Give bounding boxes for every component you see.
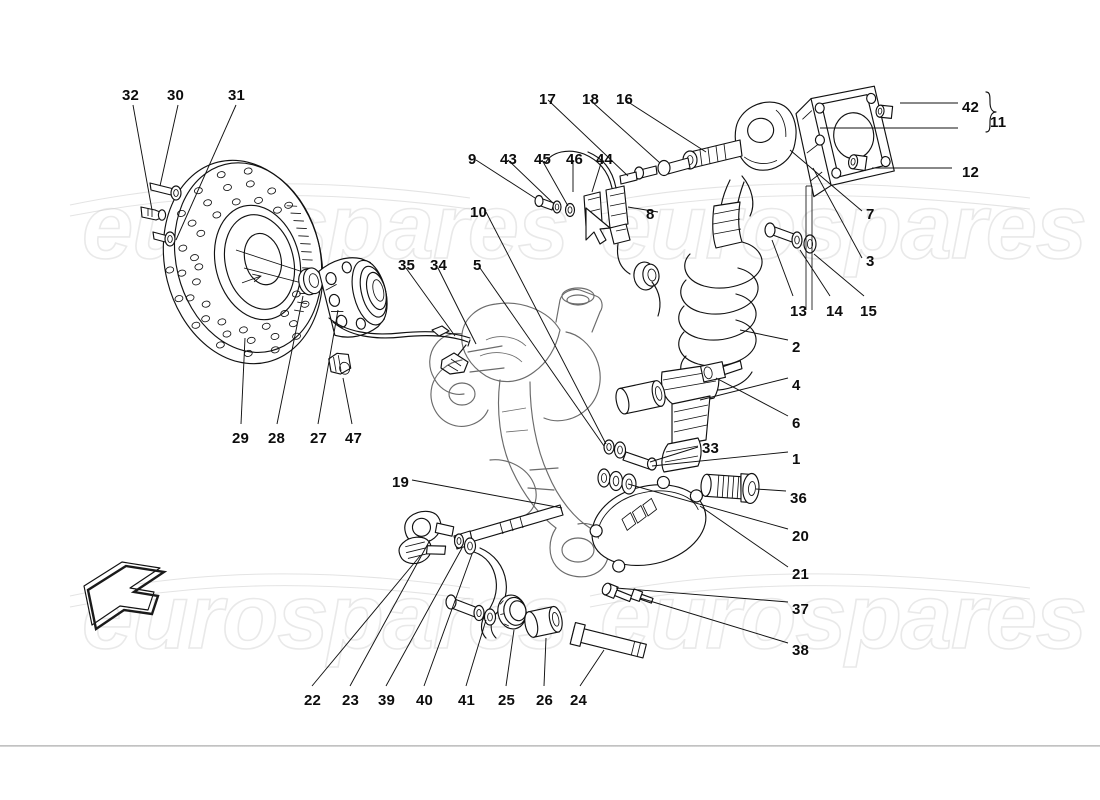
dust-shield-plate	[589, 475, 707, 604]
upright-fasteners	[597, 439, 658, 495]
callout-12: 12	[962, 164, 980, 181]
callout-46: 46	[566, 151, 584, 168]
wheel-upright-casting	[429, 287, 610, 578]
upper-mount-plate	[795, 85, 895, 310]
callout-1: 1	[792, 451, 801, 468]
callout-41: 41	[458, 692, 476, 709]
leader-lines	[132, 99, 865, 687]
callout-9: 9	[468, 151, 477, 168]
callout-6: 6	[792, 415, 801, 432]
callout-24: 24	[570, 692, 588, 709]
callout-30: 30	[167, 87, 185, 104]
callout-40: 40	[416, 692, 434, 709]
callout-23: 23	[342, 692, 360, 709]
callout-10: 10	[470, 204, 488, 221]
callout-42: 42	[962, 99, 980, 116]
callout-31: 31	[228, 87, 246, 104]
callout-36: 36	[790, 490, 808, 507]
lower-pivot-hardware	[445, 594, 647, 659]
callout-35: 35	[398, 257, 416, 274]
shock-absorber-assembly	[615, 101, 797, 473]
shock-upper-fasteners	[764, 222, 817, 254]
callout-37: 37	[792, 601, 810, 618]
callout-3: 3	[866, 253, 875, 270]
callout-5: 5	[473, 257, 482, 274]
callout-38: 38	[792, 642, 810, 659]
callout-29: 29	[232, 430, 250, 447]
height-sensor-group	[534, 150, 661, 317]
callout-43: 43	[500, 151, 518, 168]
callout-26: 26	[536, 692, 554, 709]
callout-39: 39	[378, 692, 396, 709]
callout-34: 34	[430, 257, 448, 274]
callout-21: 21	[792, 566, 810, 583]
callout-14: 14	[826, 303, 844, 320]
wheel-hub-group	[298, 257, 388, 375]
stub-axle-36	[700, 472, 760, 505]
callout-47: 47	[345, 430, 363, 447]
callout-13: 13	[790, 303, 808, 320]
callout-20: 20	[792, 528, 810, 545]
page-divider	[0, 745, 1100, 747]
direction-arrow-shape	[83, 561, 168, 632]
callout-15: 15	[860, 303, 878, 320]
toe-link-assembly	[398, 504, 564, 639]
disc-bolts	[140, 182, 182, 247]
callout-11: 11	[990, 114, 1007, 131]
callout-18: 18	[582, 91, 600, 108]
callout-22: 22	[304, 692, 322, 709]
callout-33: 33	[702, 440, 720, 457]
callout-27: 27	[310, 430, 328, 447]
coil-spring	[660, 175, 763, 473]
callout-25: 25	[498, 692, 516, 709]
callout-4: 4	[792, 377, 801, 394]
callout-45: 45	[534, 151, 552, 168]
callout-28: 28	[268, 430, 286, 447]
callout-2: 2	[792, 339, 801, 356]
callout-8: 8	[646, 206, 655, 223]
callout-19: 19	[392, 474, 410, 491]
callout-7: 7	[866, 206, 875, 223]
callout-17: 17	[539, 91, 557, 108]
brake-disc-group	[162, 159, 353, 365]
callout-16: 16	[616, 91, 634, 108]
group-bracket-11	[820, 91, 997, 169]
callout-32: 32	[122, 87, 140, 104]
callout-44: 44	[596, 151, 614, 168]
